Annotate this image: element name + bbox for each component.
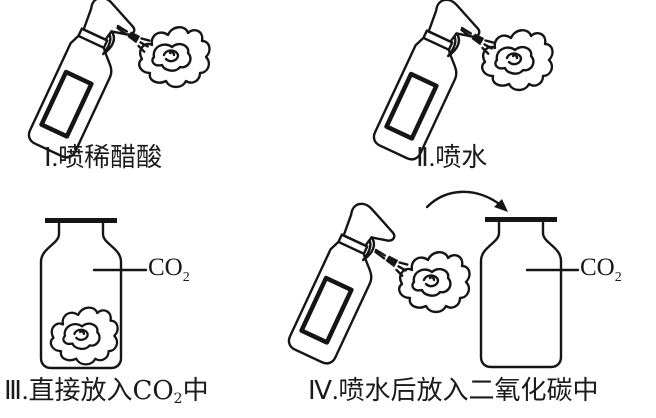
spray-bottle-icon: [286, 199, 402, 367]
flower-icon: [137, 26, 211, 89]
panel-4-text: 喷水后放入二氧化碳中: [338, 376, 599, 406]
flower-in-jar-icon: [49, 306, 119, 366]
co2-text: CO: [148, 254, 183, 281]
panel-1-numeral: Ⅰ.: [44, 143, 59, 172]
panel-4-illustration: [286, 190, 580, 369]
panel-4-caption: Ⅳ.喷水后放入二氧化碳中: [308, 376, 599, 406]
gas-jar-icon: [479, 215, 563, 369]
flower-icon: [480, 29, 554, 92]
flower-icon: [397, 251, 471, 314]
transfer-arrow: [425, 190, 504, 209]
transfer-arrowhead-icon: [494, 199, 508, 212]
panel-3-subscript: 2: [173, 391, 183, 407]
jar-4-co2-label: CO2: [580, 254, 622, 286]
panel-2-text: 喷水: [435, 143, 488, 173]
co2-subscript: 2: [614, 270, 622, 285]
spray-bottle-icon: [26, 0, 142, 162]
spray-bottle-icon: [371, 0, 487, 164]
co2-subscript: 2: [182, 270, 190, 285]
panel-4-numeral: Ⅳ.: [308, 376, 339, 405]
panel-2-caption: Ⅱ.喷水: [416, 143, 487, 173]
spray-mist-icon: [456, 26, 497, 56]
panel-3-numeral: Ⅲ.: [4, 376, 29, 405]
panel-3-text-before: 直接放入CO: [28, 376, 174, 406]
spray-mist-icon: [112, 24, 153, 54]
panel-1-text: 喷稀醋酸: [58, 143, 163, 173]
panel-1-illustration: [26, 0, 211, 162]
panel-1-caption: Ⅰ.喷稀醋酸: [44, 143, 162, 173]
panel-2-illustration: [371, 0, 554, 164]
jar-3-co2-label: CO2: [148, 254, 190, 286]
panel-3-illustration: [39, 216, 148, 370]
gas-jar-icon: [39, 216, 123, 370]
co2-text: CO: [580, 254, 615, 281]
panel-2-numeral: Ⅱ.: [416, 143, 436, 172]
panel-3-text-after: 中: [182, 376, 209, 406]
panel-3-caption: Ⅲ.直接放入CO2中: [4, 376, 209, 414]
